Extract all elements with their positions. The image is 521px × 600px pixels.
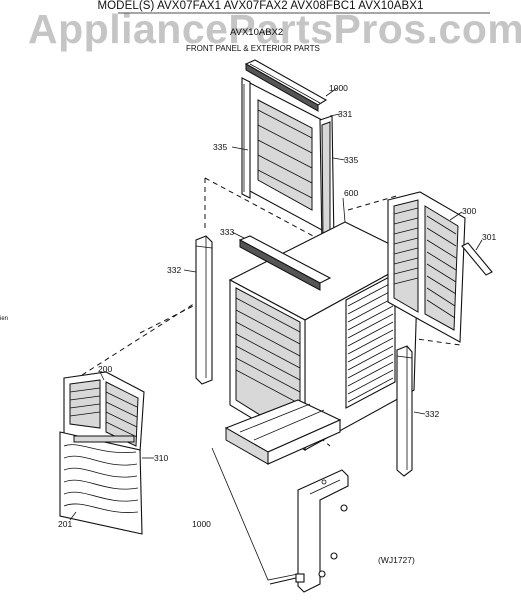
left-upright-part-332[interactable]	[195, 235, 213, 385]
part-label: 335	[213, 142, 227, 152]
guide-line	[204, 177, 331, 246]
part-label: 332	[167, 265, 181, 275]
leader-201	[69, 511, 77, 521]
part-label: 201	[58, 519, 72, 529]
mounting-bolt[interactable]	[269, 573, 305, 585]
part-label: 333	[220, 227, 234, 237]
leader-335-right	[332, 157, 346, 161]
model-list-continued: AVX10ABX2	[230, 27, 284, 38]
upper-panel-part-335[interactable]	[247, 81, 323, 231]
leader-1000-bottom	[211, 447, 299, 581]
leader-300	[449, 211, 463, 221]
leader-600	[342, 197, 346, 223]
part-label: 300	[462, 206, 476, 216]
rail-part-333[interactable]	[238, 235, 332, 291]
guide-line	[409, 337, 461, 346]
right-upright-part-332[interactable]	[396, 345, 413, 477]
left-upright-part-335[interactable]	[241, 77, 251, 199]
leader-331	[329, 113, 341, 117]
top-rail-part-1000[interactable]	[244, 59, 328, 112]
part-label: 332	[425, 409, 439, 419]
part-label: 1000	[192, 519, 211, 529]
leader-332-left	[183, 269, 197, 273]
strip-part-301[interactable]	[461, 242, 493, 276]
guide-line	[347, 194, 401, 211]
guide-line	[139, 299, 206, 345]
leader-1000-top	[325, 87, 338, 97]
leader-335-left	[231, 146, 249, 151]
nuts[interactable]	[318, 504, 348, 578]
bottom-tray-part-1000[interactable]	[224, 399, 342, 465]
right-upright-part-331[interactable]	[319, 115, 335, 248]
leader-200	[99, 371, 105, 381]
mounting-bracket[interactable]	[297, 469, 349, 593]
rear-grille-part-300[interactable]	[387, 191, 466, 343]
part-label: 335	[344, 155, 358, 165]
part-label: 1000	[329, 83, 348, 93]
drawing-code: (WJ1727)	[378, 555, 415, 565]
part-label: 331	[338, 109, 352, 119]
part-label: 600	[344, 188, 358, 198]
part-label: 301	[482, 232, 496, 242]
front-grille-part-200[interactable]	[63, 371, 145, 453]
model-list: MODEL(S) AVX07FAX1 AVX07FAX2 AVX08FBC1 A…	[97, 0, 424, 12]
part-label: 310	[154, 453, 168, 463]
leader-333	[231, 231, 245, 239]
leader-332-right	[413, 411, 426, 415]
leader-301	[475, 239, 483, 251]
watermark: AppliancePartsPros.com	[28, 6, 521, 52]
diagram-subtitle: FRONT PANEL & EXTERIOR PARTS	[186, 44, 320, 53]
front-panel-part-201[interactable]	[59, 431, 143, 535]
part-label: 200	[98, 364, 112, 374]
side-mark: ien	[0, 316, 8, 322]
